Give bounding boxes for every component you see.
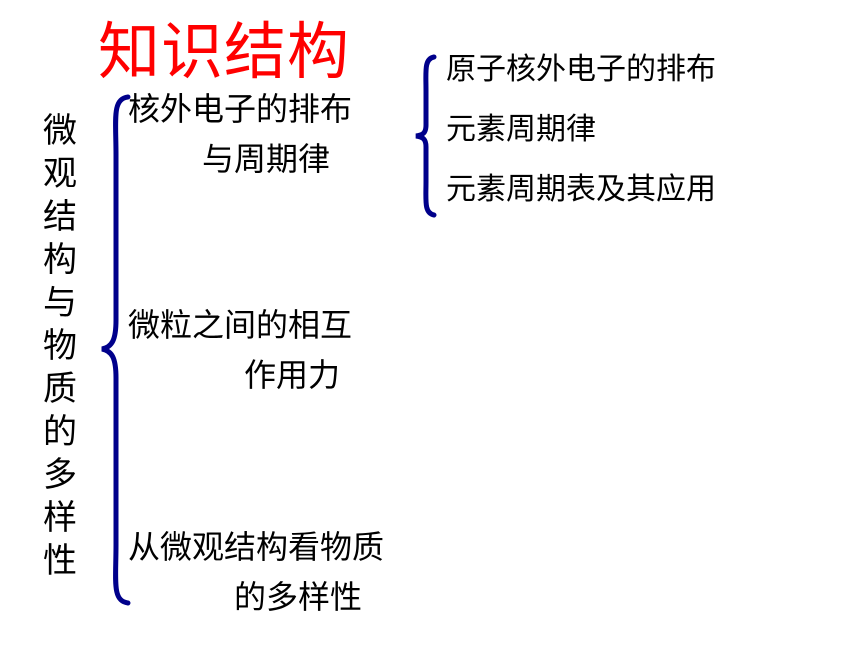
branch-label-line1: 核外电子的排布 [128, 90, 353, 128]
main-brace [101, 94, 131, 606]
branch-interparticle-forces: 微粒之间的相互 作用力 [128, 300, 352, 400]
branch-label-line2: 作用力 [244, 356, 341, 394]
branch-material-diversity: 从微观结构看物质 的多样性 [128, 522, 384, 622]
diagram-title: 知识结构 [98, 15, 351, 88]
sub-item-periodic-table: 元素周期表及其应用 [446, 172, 716, 207]
branch-label-line2: 与周期律 [202, 140, 331, 178]
sub-item-periodic-law: 元素周期律 [446, 112, 596, 147]
branch-label-line2: 的多样性 [234, 578, 363, 616]
branch-electron-arrangement: 核外电子的排布 与周期律 [128, 84, 352, 184]
root-topic: 微观结构与物质的多样性 [43, 111, 77, 581]
branch-label-line1: 从微观结构看物质 [128, 528, 385, 566]
branch-label-line1: 微粒之间的相互 [128, 306, 353, 344]
sub-brace [415, 54, 437, 218]
sub-item-electron-arrangement: 原子核外电子的排布 [446, 52, 716, 87]
